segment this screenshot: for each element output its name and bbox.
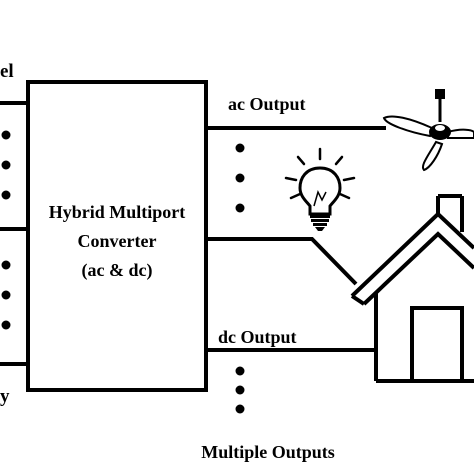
output-lines (206, 126, 386, 352)
house-icon (350, 194, 474, 383)
dc-output-label: dc Output (218, 327, 297, 347)
output-dot (235, 203, 245, 213)
light-bulb-icon (284, 147, 356, 231)
output-dot (235, 385, 245, 395)
output-dot (235, 173, 245, 183)
input-dot (1, 190, 11, 200)
house-door (410, 306, 464, 383)
bulb-output-line (206, 237, 358, 286)
left-top-label-fragment: el (0, 61, 14, 82)
multiple-outputs-label: Multiple Outputs (201, 442, 335, 462)
input-dot (1, 260, 11, 270)
output-dot (235, 143, 245, 153)
output-dots (235, 143, 245, 414)
input-dot (1, 130, 11, 140)
input-dot (1, 160, 11, 170)
output-dot (235, 366, 245, 376)
input-lines (0, 101, 28, 366)
output-dot (235, 404, 245, 414)
ceiling-fan-icon (382, 89, 474, 172)
converter-box (26, 80, 208, 392)
input-dot (1, 320, 11, 330)
converter-title-line3: (ac & dc) (82, 260, 153, 281)
converter-title-line2: Converter (78, 231, 157, 251)
ac-output-label: ac Output (228, 94, 306, 114)
left-bottom-label-fragment: y (0, 386, 10, 407)
converter-title-line1: Hybrid Multiport (49, 202, 186, 222)
input-dots (1, 130, 11, 330)
input-dot (1, 290, 11, 300)
